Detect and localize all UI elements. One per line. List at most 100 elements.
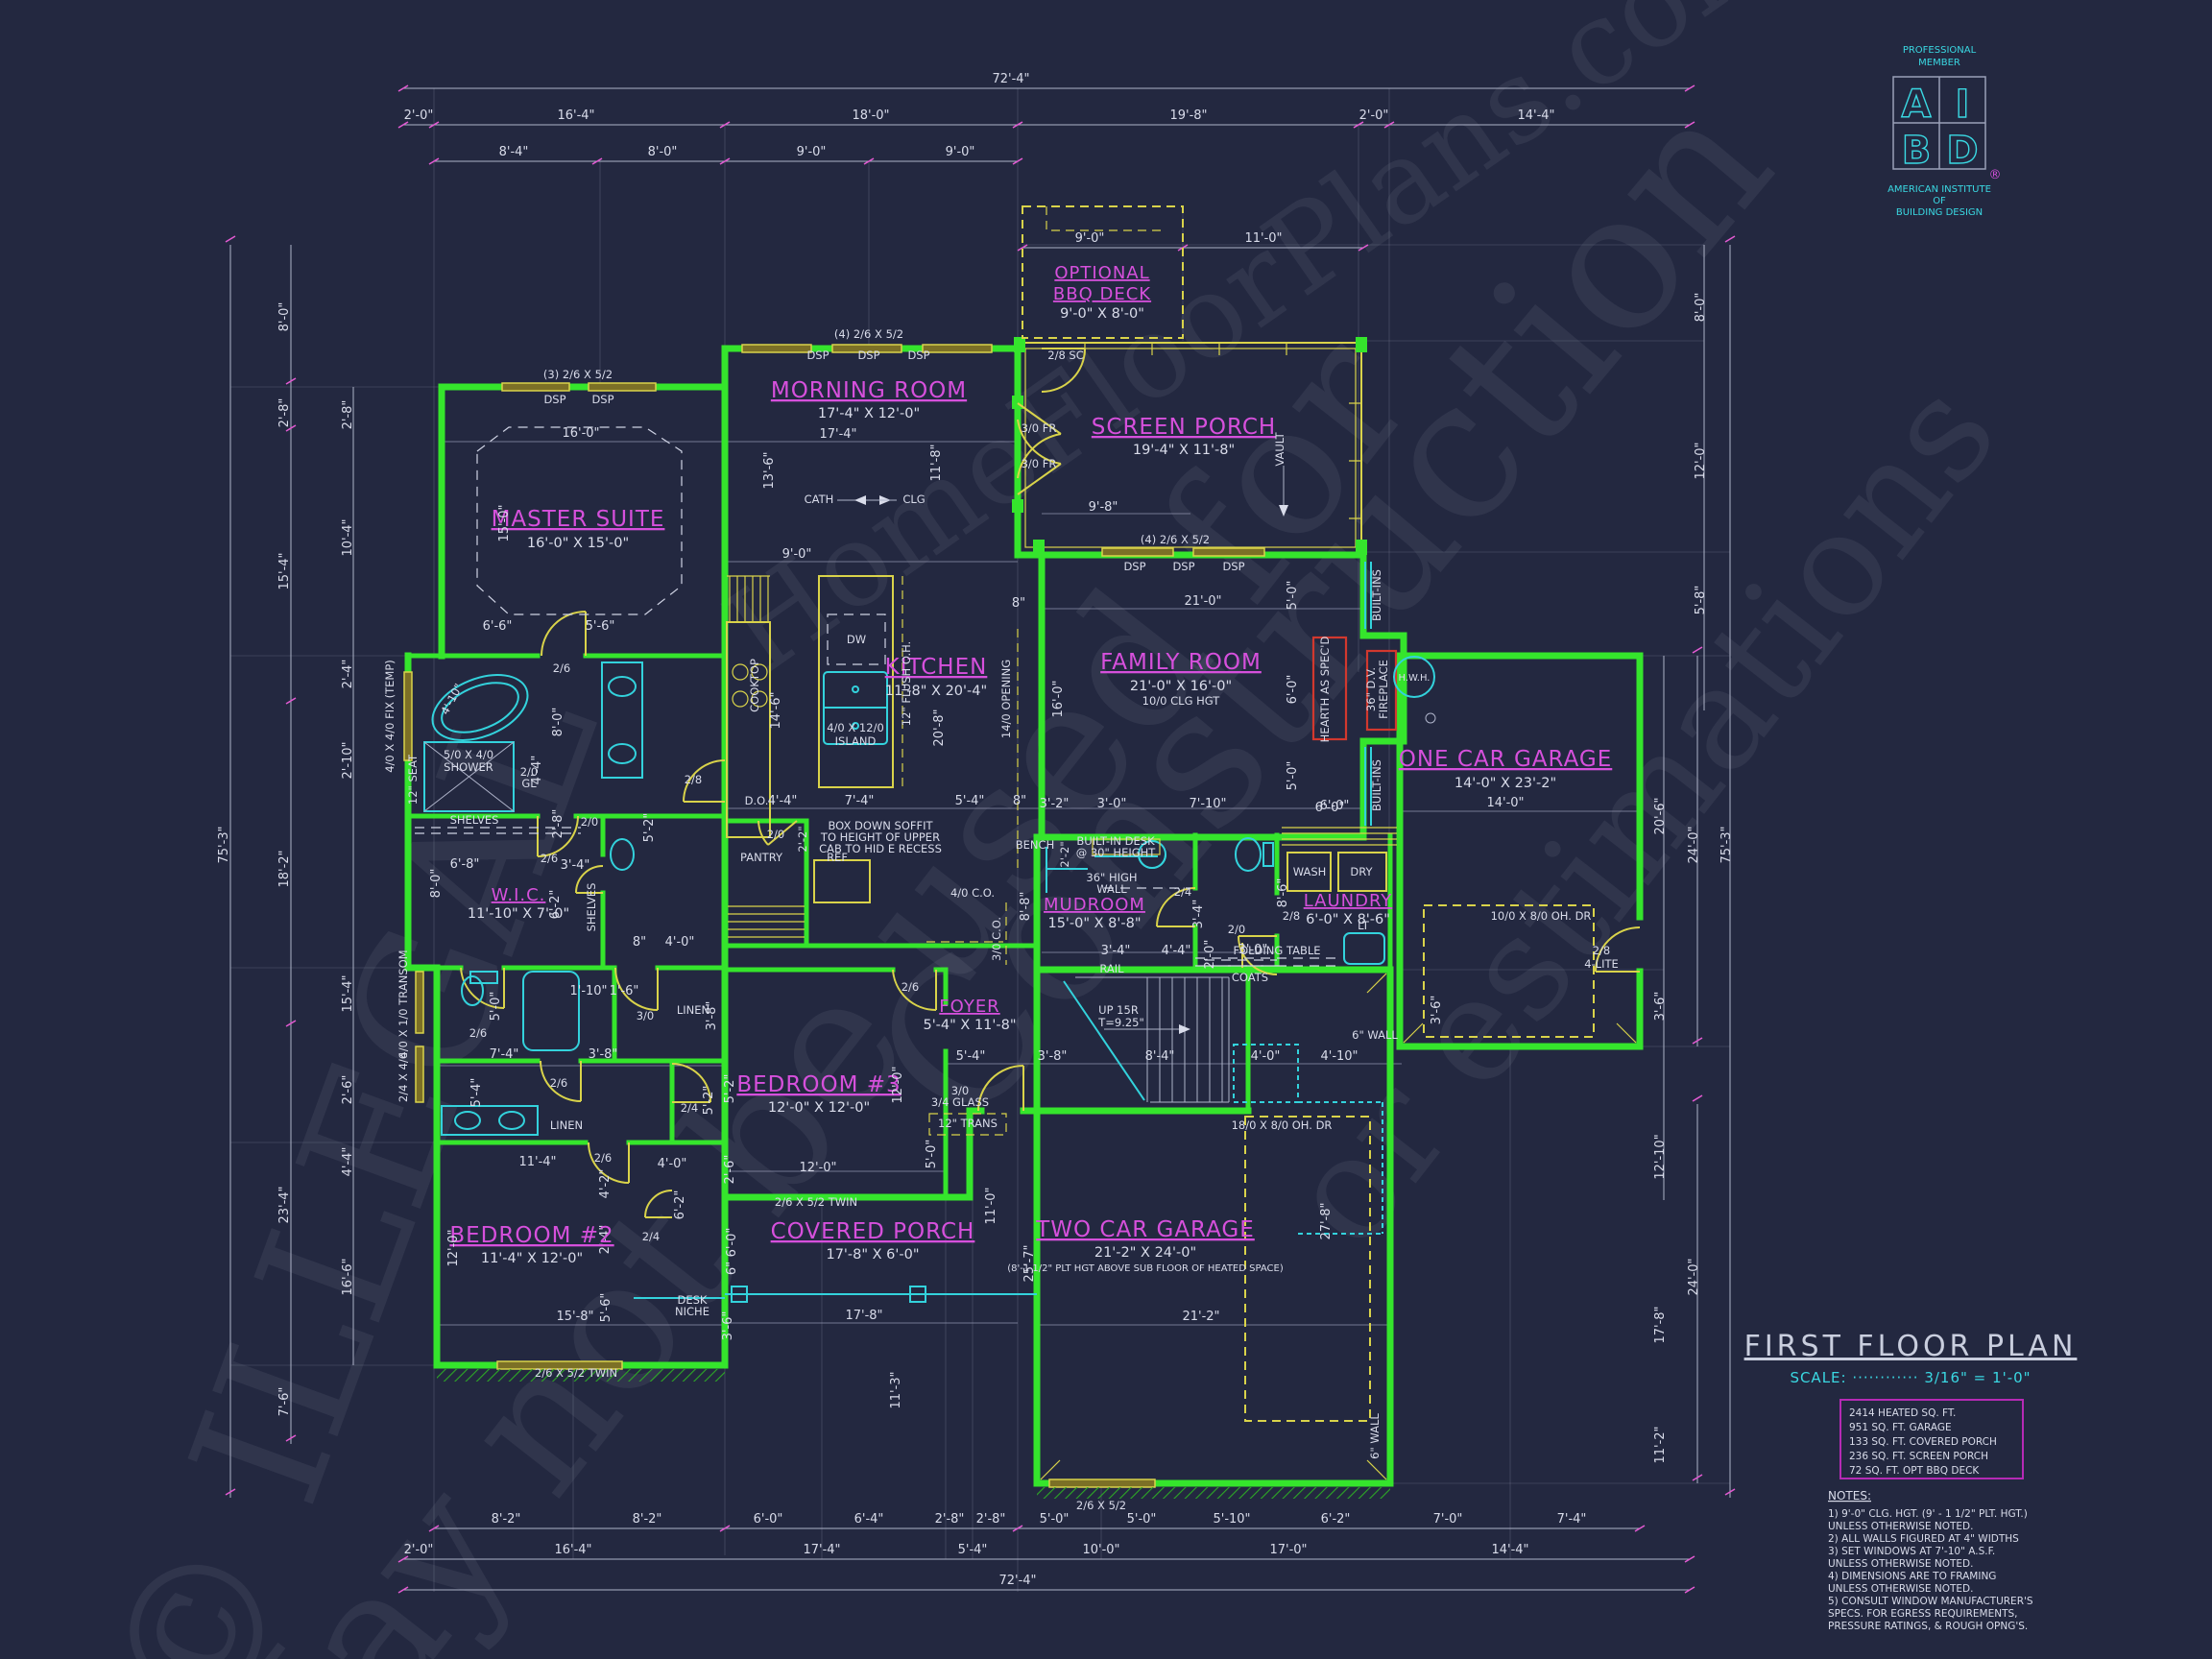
dim-text: 9'-8" — [1089, 500, 1118, 515]
dim-text: 18'-0" — [852, 108, 889, 123]
note-line: UNLESS OTHERWISE NOTED. — [1828, 1558, 1973, 1570]
window-label: 4/0 X 1/0 TRANSOM — [397, 950, 410, 1058]
dim-text: 4'-4" — [1162, 944, 1191, 958]
door-label: 2/6 — [541, 852, 559, 865]
room-size: 21'-2" X 24'-0" — [1094, 1245, 1196, 1261]
foyer-labels: RAIL UP 15R T=9.25" FOYER 5'-4" X 11'-8"… — [923, 962, 1358, 1225]
covered-porch-labels: COVERED PORCH 17'-8" X 6'-0" 17'-8" 11'-… — [771, 1219, 975, 1409]
construction-lines — [230, 88, 1730, 1592]
dim-text: 6'-0" — [1320, 799, 1350, 813]
dim-text: 5'-6" — [586, 619, 615, 634]
wall-label: WALL — [1096, 882, 1127, 896]
door-label: 2/0 — [767, 828, 785, 841]
dim-text: 8" — [633, 935, 646, 950]
dim-text: 7'-0" — [1433, 1512, 1463, 1527]
room-name: TWO CAR GARAGE — [1035, 1217, 1255, 1242]
fixture-label: 12" SEAT — [406, 754, 420, 805]
fixture-label: WASH — [1293, 865, 1327, 878]
dim-text: 17'-0" — [1269, 1543, 1307, 1557]
room-size: 19'-4" X 11'-8" — [1133, 443, 1235, 458]
dim-text: 6'-0" — [725, 1228, 739, 1258]
area-line: 951 SQ. FT. GARAGE — [1849, 1422, 1952, 1433]
door-label: 3/4 GLASS — [931, 1095, 989, 1109]
door-label: 2/8 — [1593, 944, 1611, 957]
opening-label: 14/0 OPENING — [999, 660, 1013, 738]
area-line: 236 SQ. FT. SCREEN PORCH — [1849, 1451, 1988, 1462]
dim-text: 27'-8" — [1319, 1202, 1334, 1239]
room-name: KITCHEN — [885, 655, 988, 680]
ceiling-label: CATH — [805, 493, 834, 506]
door-label: 4-LITE — [1584, 957, 1619, 971]
room-name: SCREEN PORCH — [1092, 415, 1276, 440]
window-label: DSP — [543, 393, 565, 406]
fixture-label: REF — [827, 851, 848, 864]
hatch-band — [1037, 1487, 1390, 1499]
dim-text: 5'-0" — [1286, 581, 1300, 611]
dim-text: 3'-4" — [1191, 900, 1206, 929]
note-label: BOX DOWN SOFFIT — [828, 819, 933, 832]
dim-text: 2'-0" — [1203, 940, 1217, 970]
master-suite-labels: (3) 2/6 X 5/2 DSP DSP MASTER SUITE 16'-0… — [483, 368, 703, 786]
transom-box — [928, 1113, 1007, 1136]
door-label: GL — [521, 777, 537, 790]
dim-text: 3'-4" — [561, 858, 590, 873]
fixture-label: DESK — [678, 1293, 708, 1307]
door-label: 2/0 — [1228, 923, 1246, 936]
dim-text: 7'-4" — [490, 1047, 519, 1062]
note-line: UNLESS OTHERWISE NOTED. — [1828, 1521, 1973, 1532]
dim-text: 5'-0" — [1040, 1512, 1070, 1527]
room-name: BBQ DECK — [1053, 284, 1151, 304]
dim-text: 12'-0" — [446, 1229, 461, 1266]
dim-text: 15'-4" — [277, 552, 292, 589]
dim-text: 3'-4" — [1101, 944, 1131, 958]
family-room-labels: FAMILY ROOM 21'-0" X 16'-0" 10/0 CLG HGT… — [1040, 569, 1431, 815]
dim-text: 16'-4" — [557, 108, 594, 123]
two-car-garage-labels: TWO CAR GARAGE 21'-2" X 24'-0" (8'-1 1/2… — [1007, 1118, 1382, 1459]
dim-text: 11'-0" — [1244, 231, 1282, 246]
dim-text: 4'-0" — [658, 1157, 687, 1171]
bbq-deck-outline — [1022, 205, 1184, 339]
ceiling-label: VAULT — [1273, 431, 1286, 466]
dim-text: 9'-0" — [1075, 231, 1105, 246]
dim-text: 8'-2" — [633, 1512, 662, 1527]
window-label: DSP — [857, 349, 879, 362]
dim-text: 8'-0" — [648, 145, 678, 159]
dishwasher-outline — [827, 613, 886, 665]
dim-text: 23'-4" — [277, 1186, 292, 1223]
room-name: LAUNDRY — [1304, 891, 1393, 911]
dim-text: 16'-4" — [554, 1543, 591, 1557]
door-label: 2/8 — [1283, 909, 1301, 923]
ceiling-arrows — [837, 466, 1288, 517]
room-name: MUDROOM — [1044, 895, 1145, 915]
window-label: 12" TRANS — [938, 1117, 998, 1130]
doors — [460, 348, 1641, 1218]
logo-text: OF — [1933, 196, 1946, 206]
dim-text: 3'-0" — [1238, 943, 1268, 957]
dim-text: 2'-8" — [935, 1512, 965, 1527]
fixture-label: 36" D.V. — [1364, 667, 1378, 711]
dim-text: 16'-0" — [1051, 680, 1066, 717]
toilet — [610, 838, 635, 871]
dim-text: 6'-0" — [1315, 801, 1345, 815]
dim-text: 72'-4" — [998, 1574, 1036, 1588]
dim-text: 8" — [1013, 794, 1026, 808]
note-line: UNLESS OTHERWISE NOTED. — [1828, 1583, 1973, 1595]
washer — [1286, 852, 1332, 892]
hearth — [1311, 636, 1348, 741]
area-line: 72 SQ. FT. OPT BBQ DECK — [1849, 1465, 1980, 1477]
dim-text: 8" — [1012, 596, 1025, 611]
logo-text: AMERICAN INSTITUTE — [1887, 184, 1991, 195]
dim-text: 11'-2" — [1653, 1426, 1668, 1463]
bedroom3-labels: BEDROOM #3 12'-0" X 12'-0" 12'-0" 5'-2" … — [723, 980, 919, 1209]
dim-text: 8'-2" — [492, 1512, 521, 1527]
door-label: 2/6 — [902, 980, 920, 994]
dim-text: 24'-0" — [1687, 1258, 1701, 1295]
dim-text: 1'-6" — [610, 984, 639, 998]
fixture-label: 12" FLUSH O.H. — [900, 641, 913, 726]
room-name: COVERED PORCH — [771, 1219, 975, 1244]
room-name: BEDROOM #3 — [736, 1072, 901, 1097]
dim-text: 17'-8" — [845, 1309, 882, 1323]
dim-text: 4'-10" — [1320, 1049, 1358, 1064]
window-label: DSP — [591, 393, 613, 406]
